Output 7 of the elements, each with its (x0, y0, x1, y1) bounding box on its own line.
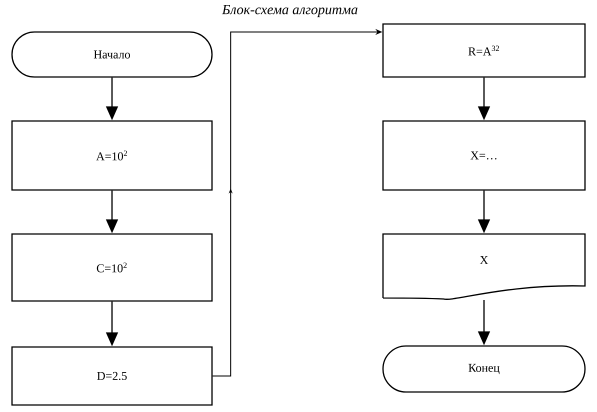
process-box: C=10$^{2}$ (11, 233, 213, 302)
process-box: D=2.5 (11, 346, 213, 406)
process-box: R=A$^{32}$ (382, 23, 586, 78)
document-shape: X (382, 233, 586, 300)
process-box: A=10$^{2}$ (11, 120, 213, 191)
process-box: X=… (382, 120, 586, 191)
title: Блок-схема алгоритма (222, 4, 358, 18)
